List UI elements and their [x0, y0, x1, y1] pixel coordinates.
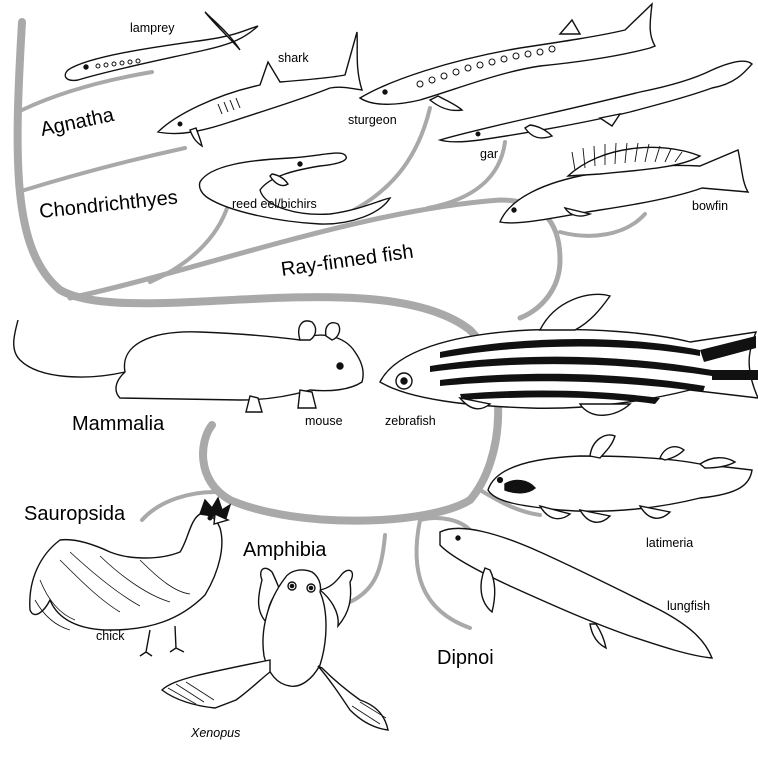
- branch-amphibia: [350, 535, 385, 602]
- label-mammalia: Mammalia: [72, 413, 165, 435]
- label-latimeria: latimeria: [646, 536, 693, 550]
- label-mouse: mouse: [305, 414, 343, 428]
- label-sturgeon: sturgeon: [348, 113, 397, 127]
- label-bowfin: bowfin: [692, 199, 728, 213]
- label-shark: shark: [278, 51, 309, 65]
- label-gar: gar: [480, 147, 498, 161]
- label-chick: chick: [96, 629, 125, 643]
- mouse-drawing: [14, 320, 363, 412]
- label-agnatha: Agnatha: [38, 104, 116, 141]
- label-reed-eel: reed eel/bichirs: [232, 197, 317, 211]
- branch-bowfin: [560, 214, 645, 236]
- reed-eel-drawing: [199, 153, 390, 224]
- shark-drawing: [158, 12, 362, 146]
- label-amphibia: Amphibia: [243, 539, 327, 561]
- latimeria-drawing: [488, 435, 752, 522]
- label-sauropsida: Sauropsida: [24, 503, 126, 525]
- label-dipnoi: Dipnoi: [437, 647, 494, 669]
- sturgeon-drawing: [360, 4, 655, 111]
- label-chondrichthyes: Chondrichthyes: [38, 187, 179, 223]
- label-lamprey: lamprey: [130, 21, 175, 35]
- label-zebrafish: zebrafish: [385, 414, 436, 428]
- label-lungfish: lungfish: [667, 599, 710, 613]
- branch-chondrichthyes: [18, 148, 185, 192]
- label-ray-finned: Ray-finned fish: [280, 241, 415, 281]
- label-xenopus: Xenopus: [190, 726, 240, 740]
